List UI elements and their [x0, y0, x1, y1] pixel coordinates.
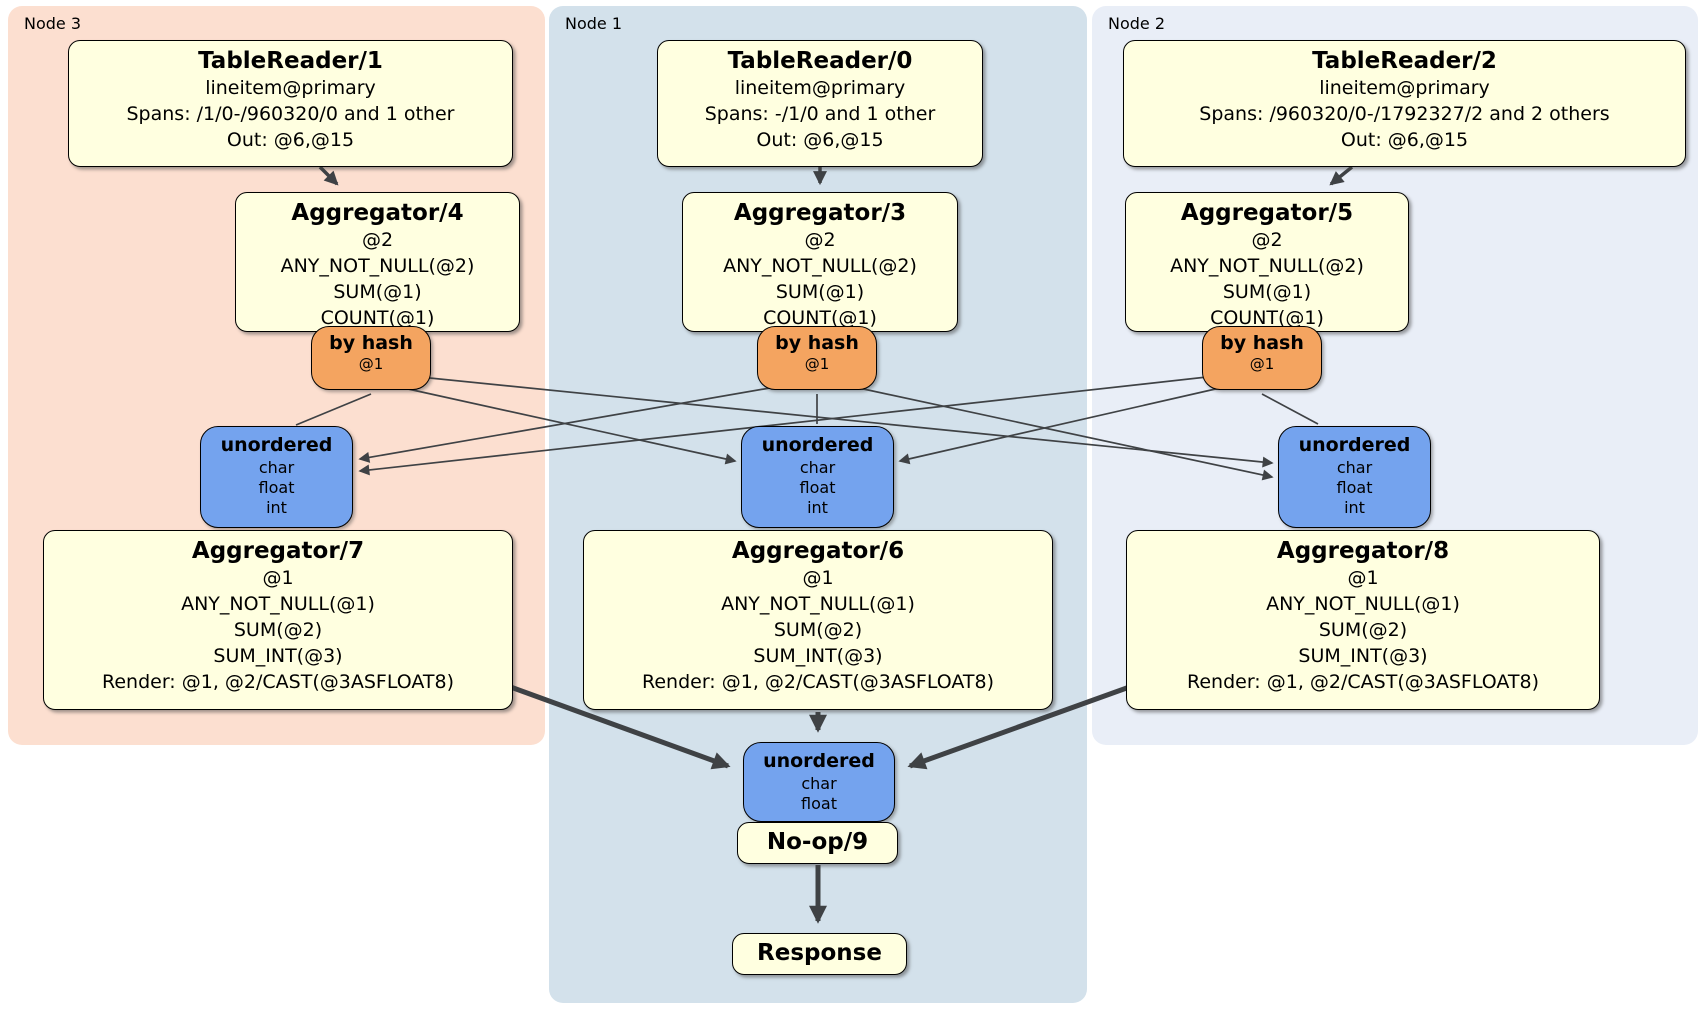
router-title: by hash: [1220, 332, 1304, 354]
sync-column: float: [258, 478, 295, 497]
processor-line: Out: @6,@15: [226, 129, 355, 151]
sync-title: unordered: [761, 434, 874, 456]
processor-line: @2: [1251, 229, 1283, 251]
processor-title: TableReader/0: [727, 48, 913, 74]
processor-title: Aggregator/4: [291, 200, 464, 226]
processor-line: lineitem@primary: [734, 77, 906, 99]
sync-column: int: [807, 498, 828, 517]
processor-line: COUNT(@1): [1210, 307, 1324, 329]
sync-unordered-right: unordered char float int: [1278, 426, 1431, 528]
processor-line: COUNT(@1): [763, 307, 877, 329]
processor-aggregator-6: Aggregator/6 @1 ANY_NOT_NULL(@1) SUM(@2)…: [583, 530, 1053, 710]
sync-column: float: [799, 478, 836, 497]
processor-line: ANY_NOT_NULL(@1): [181, 593, 375, 615]
router-by-hash-1: by hash @1: [311, 326, 431, 390]
processor-title: Aggregator/8: [1276, 538, 1450, 564]
processor-title: TableReader/2: [1312, 48, 1497, 74]
processor-noop-9: No-op/9: [737, 822, 898, 864]
processor-line: ANY_NOT_NULL(@1): [721, 593, 915, 615]
processor-line: Spans: -/1/0 and 1 other: [704, 103, 936, 125]
processor-line: @1: [262, 567, 294, 589]
processor-line: Render: @1, @2/CAST(@3ASFLOAT8): [1187, 671, 1539, 693]
sync-column: float: [1336, 478, 1373, 497]
processor-line: Out: @6,@15: [756, 129, 884, 151]
processor-line: @1: [1347, 567, 1379, 589]
processor-aggregator-4: Aggregator/4 @2 ANY_NOT_NULL(@2) SUM(@1)…: [235, 192, 520, 332]
sync-title: unordered: [763, 750, 875, 772]
processor-title: No-op/9: [766, 829, 869, 855]
node-region-label: Node 1: [565, 14, 623, 33]
router-by-hash-3: by hash @1: [1202, 326, 1322, 390]
processor-response: Response: [732, 933, 907, 975]
processor-line: SUM(@1): [775, 281, 865, 303]
processor-title: Aggregator/3: [733, 200, 907, 226]
sync-title: unordered: [1298, 434, 1411, 456]
processor-tablereader-0: TableReader/0 lineitem@primary Spans: -/…: [657, 40, 983, 167]
processor-line: SUM(@1): [1222, 281, 1312, 303]
node-region-label: Node 2: [1108, 14, 1166, 33]
processor-line: SUM(@1): [333, 281, 422, 303]
processor-line: ANY_NOT_NULL(@2): [280, 255, 475, 277]
router-title: by hash: [775, 332, 859, 354]
processor-line: SUM_INT(@3): [753, 645, 883, 667]
sync-column: char: [258, 458, 295, 477]
sync-column: char: [801, 774, 837, 793]
router-columns: @1: [1249, 355, 1275, 373]
processor-line: lineitem@primary: [205, 77, 376, 99]
processor-line: Out: @6,@15: [1340, 129, 1469, 151]
processor-title: TableReader/1: [198, 48, 383, 74]
router-columns: @1: [804, 355, 830, 373]
sync-column: int: [266, 498, 287, 517]
processor-title: Response: [757, 940, 882, 966]
processor-aggregator-8: Aggregator/8 @1 ANY_NOT_NULL(@1) SUM(@2)…: [1126, 530, 1600, 710]
processor-line: SUM(@2): [1318, 619, 1408, 641]
processor-line: ANY_NOT_NULL(@1): [1266, 593, 1460, 615]
processor-line: @2: [804, 229, 836, 251]
router-by-hash-2: by hash @1: [757, 326, 877, 390]
processor-line: ANY_NOT_NULL(@2): [1170, 255, 1364, 277]
processor-title: Aggregator/5: [1180, 200, 1354, 226]
processor-line: SUM_INT(@3): [213, 645, 343, 667]
sync-column: float: [801, 794, 837, 813]
processor-line: SUM_INT(@3): [1298, 645, 1428, 667]
processor-tablereader-1: TableReader/1 lineitem@primary Spans: /1…: [68, 40, 513, 167]
processor-aggregator-5: Aggregator/5 @2 ANY_NOT_NULL(@2) SUM(@1)…: [1125, 192, 1409, 332]
processor-line: ANY_NOT_NULL(@2): [723, 255, 917, 277]
processor-title: Aggregator/6: [731, 538, 905, 564]
processor-aggregator-7: Aggregator/7 @1 ANY_NOT_NULL(@1) SUM(@2)…: [43, 530, 513, 710]
sync-unordered-final: unordered char float: [743, 742, 895, 822]
sync-column: char: [799, 458, 836, 477]
processor-aggregator-3: Aggregator/3 @2 ANY_NOT_NULL(@2) SUM(@1)…: [682, 192, 958, 332]
processor-line: @1: [802, 567, 834, 589]
processor-tablereader-2: TableReader/2 lineitem@primary Spans: /9…: [1123, 40, 1686, 167]
node-region-label: Node 3: [24, 14, 82, 33]
processor-line: Render: @1, @2/CAST(@3ASFLOAT8): [102, 671, 454, 693]
sync-unordered-middle: unordered char float int: [741, 426, 894, 528]
processor-line: COUNT(@1): [320, 307, 435, 329]
processor-line: Spans: /960320/0-/1792327/2 and 2 others: [1199, 103, 1610, 125]
router-columns: @1: [358, 355, 384, 373]
processor-line: lineitem@primary: [1319, 77, 1490, 99]
processor-title: Aggregator/7: [191, 538, 365, 564]
sync-unordered-left: unordered char float int: [200, 426, 353, 528]
sync-column: int: [1344, 498, 1365, 517]
router-title: by hash: [329, 332, 413, 354]
processor-line: SUM(@2): [233, 619, 323, 641]
processor-line: Spans: /1/0-/960320/0 and 1 other: [126, 103, 455, 125]
sync-column: char: [1336, 458, 1373, 477]
processor-line: @2: [361, 229, 394, 251]
processor-line: SUM(@2): [773, 619, 863, 641]
sync-title: unordered: [220, 434, 333, 456]
processor-line: Render: @1, @2/CAST(@3ASFLOAT8): [642, 671, 994, 693]
